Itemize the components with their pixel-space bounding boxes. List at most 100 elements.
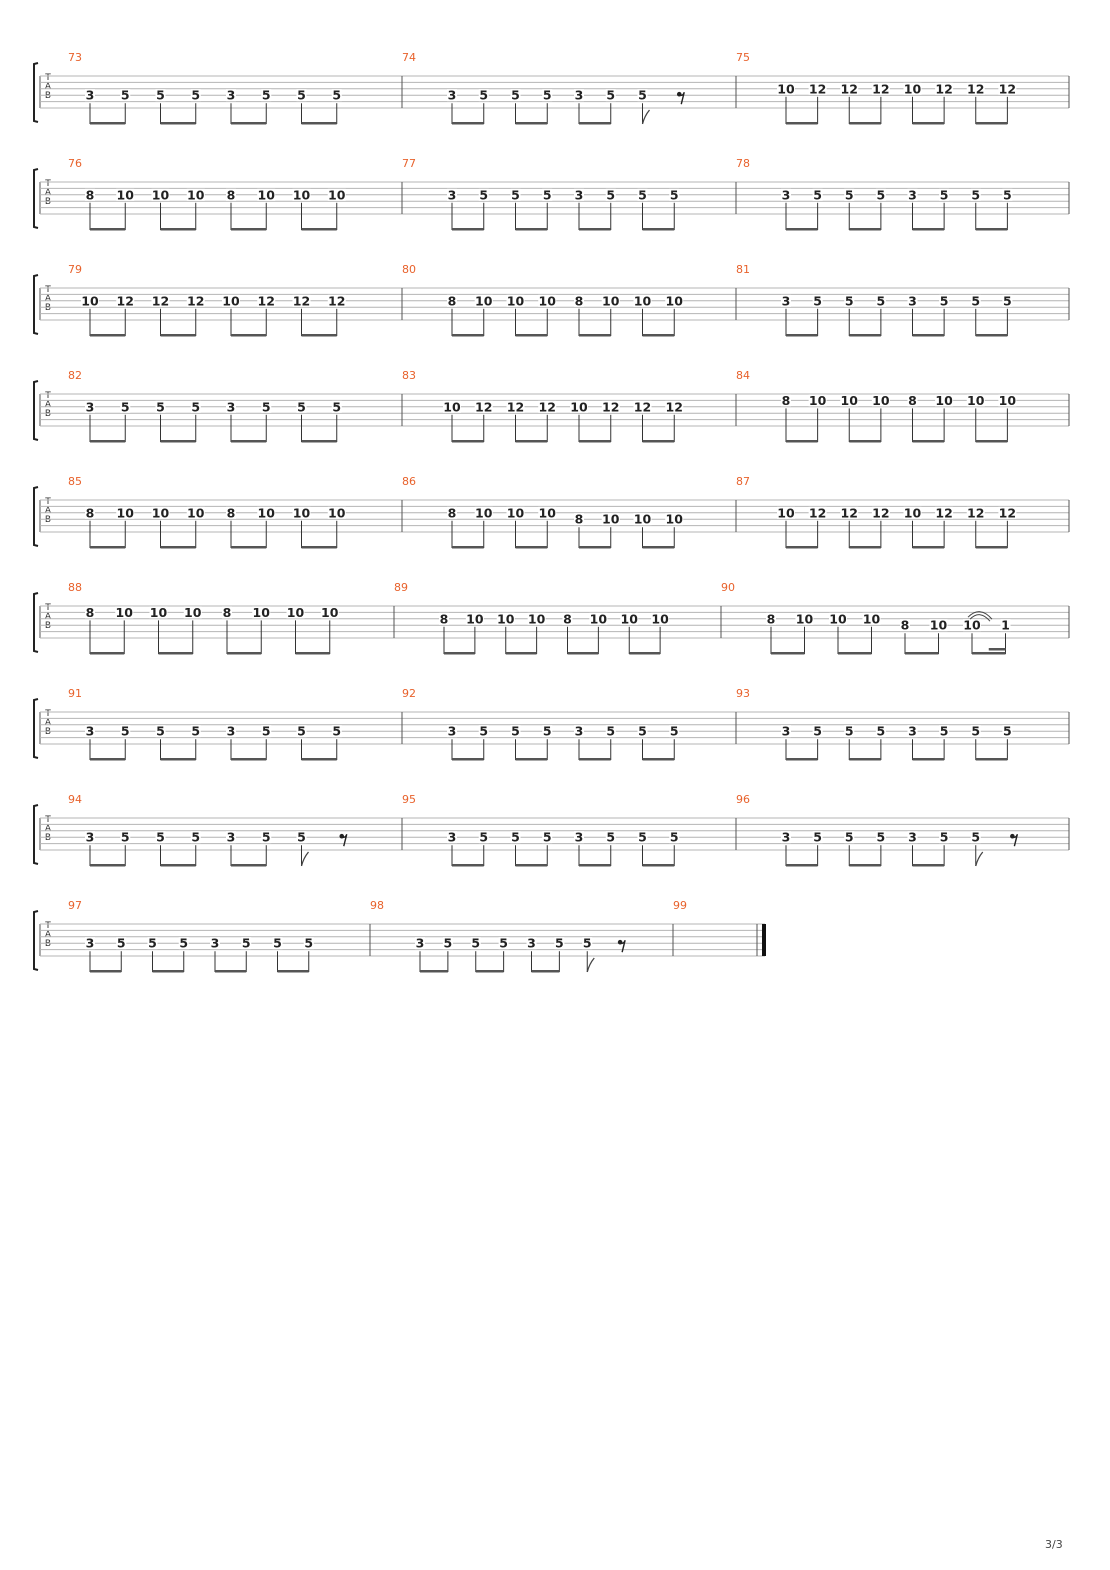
fret-background <box>844 294 855 307</box>
beam <box>642 546 675 549</box>
fret-number: 10 <box>258 187 276 202</box>
fret-background <box>85 400 95 413</box>
beam <box>444 652 475 655</box>
fret-background <box>903 506 922 519</box>
fret-number: 8 <box>901 618 910 633</box>
fret-number: 10 <box>116 605 134 620</box>
fret-background <box>637 831 648 844</box>
system-bracket <box>33 274 39 335</box>
fret-number: 5 <box>543 88 552 103</box>
beam <box>912 228 945 231</box>
note-flag <box>641 109 651 125</box>
beam <box>771 652 805 655</box>
fret-number: 3 <box>908 293 917 308</box>
fret-background <box>605 725 616 738</box>
fret-number: 10 <box>809 393 827 408</box>
beam <box>849 122 881 125</box>
beam <box>905 652 939 655</box>
beam <box>975 122 1008 125</box>
fret-background <box>871 82 890 95</box>
beam <box>90 864 126 867</box>
fret-background <box>257 294 276 307</box>
fret-number: 5 <box>543 724 552 739</box>
fret-background <box>447 294 457 307</box>
tab-clef-letter: T <box>44 285 51 295</box>
beam <box>452 864 484 867</box>
eighth-rest-stem <box>1012 833 1019 847</box>
fret-background <box>574 725 584 738</box>
fret-background <box>907 294 918 307</box>
slur-arc <box>969 614 991 622</box>
beam <box>452 122 484 125</box>
beam <box>975 440 1008 443</box>
fret-background <box>829 612 847 625</box>
fret-background <box>900 619 910 632</box>
slur-arc <box>967 611 993 620</box>
beam <box>975 334 1008 337</box>
fret-background <box>241 937 252 950</box>
fret-number: 8 <box>448 505 457 520</box>
fret-background <box>85 831 95 844</box>
fret-number: 8 <box>575 293 584 308</box>
fret-background <box>766 612 776 625</box>
fret-number: 10 <box>117 505 135 520</box>
fret-background <box>998 394 1017 407</box>
beam <box>786 122 818 125</box>
fret-number: 8 <box>440 611 449 626</box>
fret-number: 3 <box>86 830 95 845</box>
fret-background <box>190 89 201 102</box>
fret-background <box>777 82 795 95</box>
fret-number: 10 <box>967 393 985 408</box>
fret-background <box>633 513 652 526</box>
tab-clef-letter: B <box>45 91 51 101</box>
fret-number: 3 <box>448 187 457 202</box>
fret-number: 5 <box>1003 724 1012 739</box>
fret-background <box>542 89 553 102</box>
fret-number: 5 <box>971 830 980 845</box>
fret-number: 5 <box>273 936 282 951</box>
fret-background <box>510 831 521 844</box>
fret-background <box>116 188 135 201</box>
fret-background <box>116 294 135 307</box>
fret-background <box>226 188 236 201</box>
fret-number: 12 <box>328 293 345 308</box>
fret-background <box>935 82 954 95</box>
fret-background <box>795 612 814 625</box>
beam <box>849 440 881 443</box>
fret-number: 10 <box>117 187 135 202</box>
fret-background <box>907 188 918 201</box>
fret-background <box>808 82 827 95</box>
beam <box>786 864 818 867</box>
fret-background <box>1000 619 1011 632</box>
fret-number: 8 <box>86 187 95 202</box>
beam <box>515 864 548 867</box>
fret-number: 5 <box>971 187 980 202</box>
fret-number: 5 <box>262 399 271 414</box>
fret-background <box>665 294 684 307</box>
beam <box>975 758 1008 761</box>
fret-number: 8 <box>782 393 791 408</box>
beam <box>160 546 196 549</box>
measure-number: 90 <box>721 581 735 594</box>
fret-number: 5 <box>940 187 949 202</box>
fret-background <box>812 188 823 201</box>
fret-number: 5 <box>845 830 854 845</box>
fret-background <box>506 400 525 413</box>
beam <box>301 334 337 337</box>
fret-number: 5 <box>606 88 615 103</box>
fret-background <box>478 188 489 201</box>
beam <box>295 652 330 655</box>
fret-background <box>442 937 453 950</box>
fret-background <box>115 606 134 619</box>
fret-number: 12 <box>967 81 984 96</box>
beam <box>231 758 267 761</box>
fret-background <box>542 725 553 738</box>
fret-background <box>320 606 339 619</box>
fret-number: 12 <box>258 293 275 308</box>
fret-number: 10 <box>184 605 202 620</box>
fret-number: 12 <box>602 399 619 414</box>
fret-number: 5 <box>297 830 306 845</box>
page-number: 3/3 <box>1045 1538 1063 1551</box>
fret-number: 12 <box>841 81 858 96</box>
fret-number: 5 <box>845 187 854 202</box>
